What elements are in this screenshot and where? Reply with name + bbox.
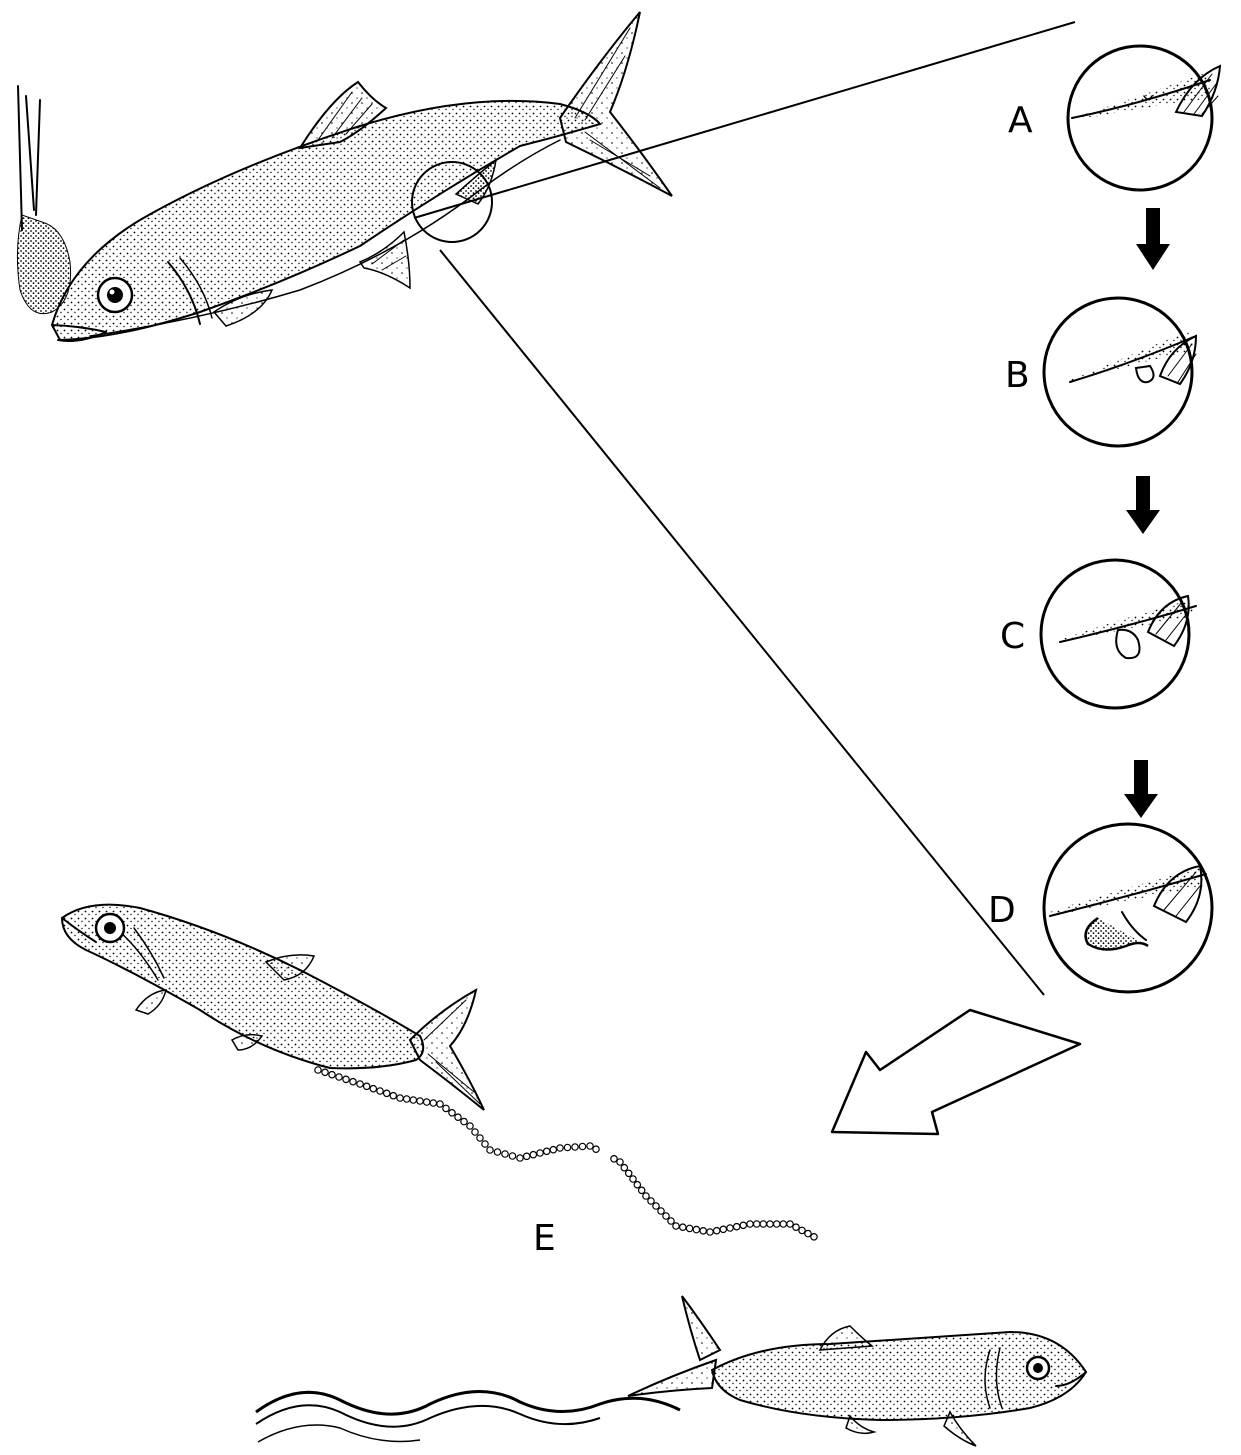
egg-bead: [322, 1069, 328, 1075]
egg-bead: [648, 1198, 654, 1204]
stage-b-label: B: [1005, 355, 1030, 396]
egg-bead: [482, 1141, 488, 1147]
egg-bead: [530, 1152, 536, 1158]
egg-bead: [455, 1114, 461, 1120]
egg-bead: [477, 1135, 483, 1141]
egg-bead: [550, 1147, 556, 1153]
egg-bead: [467, 1123, 473, 1129]
main-fish-illustration: [52, 12, 672, 341]
egg-bead: [579, 1143, 585, 1149]
egg-bead: [315, 1067, 321, 1073]
egg-bead: [747, 1221, 753, 1227]
egg-strand-label: E: [533, 1218, 556, 1259]
egg-bead: [364, 1083, 370, 1089]
egg-bead: [417, 1098, 423, 1104]
egg-bead: [780, 1221, 786, 1227]
egg-strand: [315, 1067, 817, 1240]
egg-bead: [472, 1129, 478, 1135]
egg-bead: [404, 1096, 410, 1102]
egg-bead: [673, 1223, 679, 1229]
egg-bead: [621, 1165, 627, 1171]
egg-bead: [714, 1228, 720, 1234]
egg-bead: [572, 1144, 578, 1150]
egg-bead: [760, 1221, 766, 1227]
egg-bead: [437, 1101, 443, 1107]
egg-bead: [336, 1074, 342, 1080]
egg-bead: [587, 1143, 593, 1149]
egg-bead: [774, 1221, 780, 1227]
egg-bead: [517, 1155, 523, 1161]
egg-bead: [397, 1095, 403, 1101]
hollow-arrow-icon: [832, 1010, 1080, 1134]
stage-a-label: A: [1008, 100, 1033, 141]
egg-bead: [793, 1224, 799, 1230]
egg-bead: [502, 1151, 508, 1157]
egg-bead: [384, 1090, 390, 1096]
egg-bead: [524, 1153, 530, 1159]
egg-bead: [630, 1176, 636, 1182]
egg-bead: [727, 1225, 733, 1231]
egg-bead: [707, 1229, 713, 1235]
stage-d-label: D: [988, 890, 1016, 931]
egg-bead: [658, 1208, 664, 1214]
egg-bead: [377, 1088, 383, 1094]
egg-bead: [805, 1230, 811, 1236]
egg-bead: [487, 1147, 493, 1153]
bottom-fish-illustration: [256, 1296, 1086, 1446]
stage-c: C: [1000, 560, 1196, 708]
egg-bead: [410, 1097, 416, 1103]
egg-bead: [811, 1234, 817, 1240]
egg-bead: [626, 1170, 632, 1176]
egg-bead: [734, 1224, 740, 1230]
egg-bead: [767, 1221, 773, 1227]
egg-bead: [509, 1153, 515, 1159]
egg-bead: [461, 1118, 467, 1124]
egg-bead: [686, 1225, 692, 1231]
egg-bead: [799, 1227, 805, 1233]
egg-bead: [611, 1156, 617, 1162]
stage-a: A: [1008, 46, 1220, 190]
egg-bead: [700, 1228, 706, 1234]
plant-stalk: [17, 86, 70, 314]
spawning-fish-illustration: [62, 905, 484, 1110]
egg-bead: [449, 1110, 455, 1116]
egg-bead: [663, 1213, 669, 1219]
egg-bead: [593, 1146, 599, 1152]
egg-bead: [693, 1226, 699, 1232]
down-arrow-icon: [1136, 208, 1170, 270]
egg-bead: [390, 1093, 396, 1099]
egg-bead: [544, 1148, 550, 1154]
down-arrow-icon: [1124, 760, 1158, 818]
stage-b: B: [1005, 298, 1196, 446]
egg-bead: [680, 1224, 686, 1230]
egg-bead: [329, 1072, 335, 1078]
egg-bead: [430, 1100, 436, 1106]
egg-bead: [564, 1144, 570, 1150]
egg-bead: [668, 1218, 674, 1224]
egg-bead: [643, 1193, 649, 1199]
egg-bead: [617, 1159, 623, 1165]
egg-bead: [537, 1150, 543, 1156]
zoom-connector-lines: [414, 22, 1075, 995]
egg-bead: [494, 1149, 500, 1155]
egg-bead: [634, 1182, 640, 1188]
down-arrow-icon: [1126, 476, 1160, 534]
egg-bead: [740, 1222, 746, 1228]
egg-bead: [639, 1187, 645, 1193]
egg-bead: [357, 1081, 363, 1087]
egg-bead: [370, 1086, 376, 1092]
egg-bead: [343, 1076, 349, 1082]
egg-bead: [720, 1226, 726, 1232]
egg-bead: [557, 1145, 563, 1151]
egg-bead: [653, 1203, 659, 1209]
egg-bead: [350, 1079, 356, 1085]
egg-bead: [443, 1105, 449, 1111]
egg-bead: [424, 1099, 430, 1105]
egg-bead: [754, 1221, 760, 1227]
egg-bead: [787, 1221, 793, 1227]
stage-c-label: C: [1000, 616, 1025, 657]
